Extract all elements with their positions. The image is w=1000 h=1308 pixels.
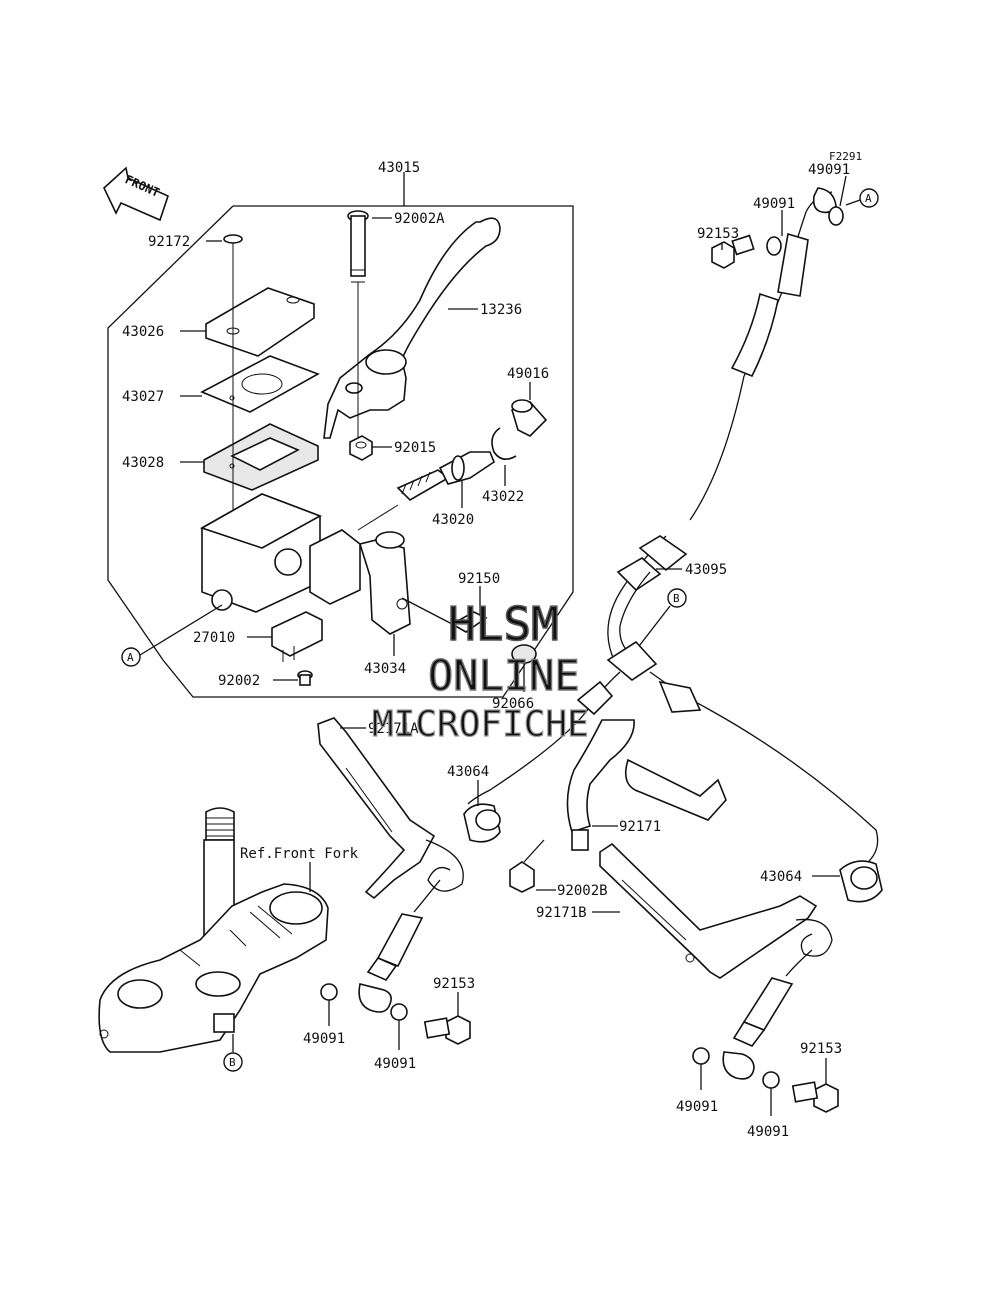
part-label-43020: 43020 bbox=[432, 512, 474, 528]
reservoir-screw bbox=[223, 234, 243, 258]
part-label-49016: 49016 bbox=[507, 366, 549, 382]
part-label-92171B: 92171B bbox=[536, 905, 587, 921]
part-label-92171A: 92171A bbox=[368, 721, 419, 737]
part-label-43026: 43026 bbox=[122, 324, 164, 340]
banjo-bolt-right bbox=[791, 1081, 839, 1113]
grommet-right bbox=[839, 860, 883, 903]
part-label-92172: 92172 bbox=[148, 234, 190, 250]
connector-a-right-label: A bbox=[865, 192, 872, 205]
master-cylinder-body bbox=[200, 493, 411, 635]
part-label-49091-upper-2: 49091 bbox=[808, 162, 850, 178]
part-label-43022: 43022 bbox=[482, 489, 524, 505]
diaphragm-plate bbox=[200, 355, 320, 413]
banjo-bolt-left bbox=[423, 1015, 471, 1045]
bracket-screw bbox=[401, 597, 488, 633]
hose-bracket-center bbox=[566, 719, 727, 851]
part-label-92153-upper: 92153 bbox=[697, 226, 739, 242]
watermark: HLSM ONLINE MICROFICHE bbox=[371, 596, 589, 745]
brake-hose-upper bbox=[607, 187, 837, 661]
pivot-bolt bbox=[347, 210, 369, 283]
part-label-49091-left-2: 49091 bbox=[374, 1056, 416, 1072]
washer-left-2 bbox=[390, 1003, 408, 1021]
pivot-nut bbox=[349, 435, 373, 461]
part-label-92066: 92066 bbox=[492, 696, 534, 712]
part-label-43095: 43095 bbox=[685, 562, 727, 578]
part-label-92171: 92171 bbox=[619, 819, 661, 835]
part-label-49091-upper-1: 49091 bbox=[753, 196, 795, 212]
circlip bbox=[491, 427, 517, 460]
part-label-49091-right-1: 49091 bbox=[676, 1099, 718, 1115]
connector-b-upper bbox=[667, 588, 687, 608]
washer-upper-2 bbox=[828, 206, 844, 226]
part-label-49091-right-2: 49091 bbox=[747, 1124, 789, 1140]
part-label-92002: 92002 bbox=[218, 673, 260, 689]
grommet-left bbox=[463, 803, 501, 843]
part-label-92153-right: 92153 bbox=[800, 1041, 842, 1057]
figure-code: F2291 bbox=[829, 150, 862, 163]
washer-left-1 bbox=[320, 983, 338, 1001]
brake-hose-lower-left bbox=[358, 879, 441, 1013]
part-label-43015: 43015 bbox=[378, 160, 420, 176]
watermark-line-1: HLSM bbox=[448, 597, 559, 651]
part-label-43064-left: 43064 bbox=[447, 764, 489, 780]
piston-assembly bbox=[396, 451, 495, 502]
connector-a-left bbox=[121, 647, 141, 667]
brake-lever bbox=[323, 217, 501, 439]
assembly-outline-43015 bbox=[107, 172, 574, 698]
hose-joint bbox=[467, 640, 879, 865]
dust-boot bbox=[511, 399, 548, 437]
front-arrow-icon: FRONT bbox=[103, 166, 169, 222]
connector-a-left-label: A bbox=[127, 651, 134, 664]
washer-right-1 bbox=[692, 1047, 710, 1065]
washer-right-2 bbox=[762, 1071, 780, 1089]
hose-bracket-left bbox=[317, 717, 464, 900]
switch-screw bbox=[297, 670, 313, 686]
washer-upper-1 bbox=[766, 236, 782, 256]
part-label-13236: 13236 bbox=[480, 302, 522, 318]
part-label-92015: 92015 bbox=[394, 440, 436, 456]
part-label-49091-left-1: 49091 bbox=[303, 1031, 345, 1047]
part-label-92153-left: 92153 bbox=[433, 976, 475, 992]
part-label-27010: 27010 bbox=[193, 630, 235, 646]
part-label-43027: 43027 bbox=[122, 389, 164, 405]
part-label-92002B: 92002B bbox=[557, 883, 608, 899]
connector-b-upper-label: B bbox=[673, 592, 680, 605]
watermark-line-2: ONLINE bbox=[428, 651, 580, 700]
hose-bracket-right bbox=[599, 842, 833, 979]
watermark-line-3: MICROFICHE bbox=[372, 704, 589, 745]
diaphragm-gasket bbox=[203, 423, 319, 491]
front-fork-reference bbox=[98, 807, 329, 1053]
part-label-43028: 43028 bbox=[122, 455, 164, 471]
part-label-92150: 92150 bbox=[458, 571, 500, 587]
part-label-43064-right: 43064 bbox=[760, 869, 802, 885]
connector-a-right bbox=[859, 188, 879, 208]
brake-switch bbox=[271, 611, 323, 662]
part-label-43034: 43034 bbox=[364, 661, 406, 677]
brake-hose-lower-right bbox=[722, 949, 813, 1080]
ref-front-fork-label: Ref.Front Fork bbox=[240, 846, 359, 862]
connector-b-lower-label: B bbox=[229, 1056, 236, 1069]
bracket-bolt bbox=[509, 839, 545, 893]
connector-b-lower bbox=[223, 1052, 243, 1072]
reservoir-cap bbox=[205, 287, 315, 357]
banjo-bolt-upper bbox=[711, 234, 755, 269]
part-label-92002A: 92002A bbox=[394, 211, 445, 227]
